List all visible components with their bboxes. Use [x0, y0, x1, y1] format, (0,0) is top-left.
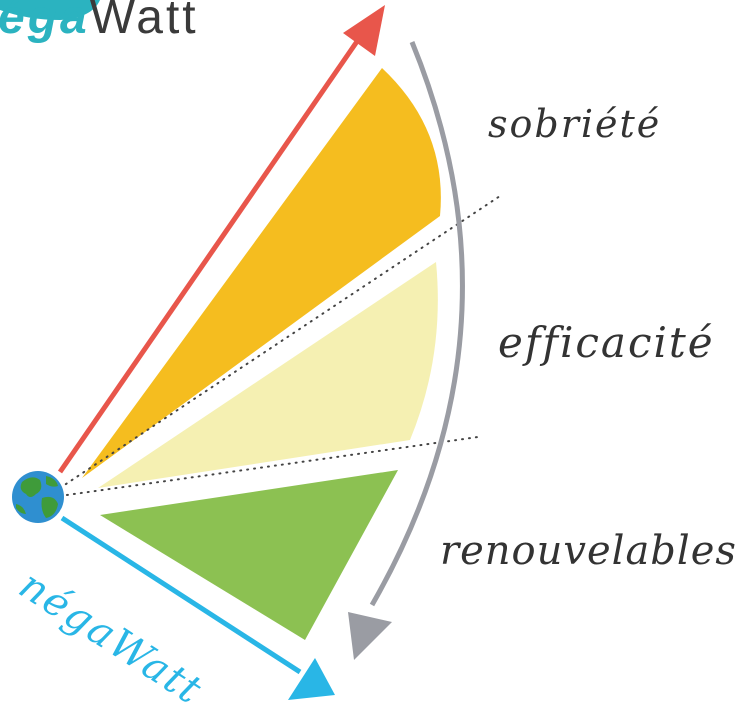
grey-arrow-head [348, 612, 392, 660]
logo-nega-text: éga [0, 0, 90, 44]
grey-arrow-curve [369, 41, 465, 607]
label-sobriete: sobriété [488, 102, 662, 146]
label-renouvelables: renouvelables [440, 528, 736, 574]
red-arrow-head [343, 5, 385, 56]
dotted-separator-top [59, 195, 501, 489]
negawatt-logo: égaWatt [0, 0, 199, 42]
sobriete-wedge [82, 68, 441, 478]
renouvelables-wedge [100, 470, 398, 640]
earth-globe-icon [12, 471, 64, 523]
blue-arrow-line [60, 515, 302, 675]
efficacite-wedge [98, 262, 438, 488]
logo-watt-text: Watt [89, 0, 199, 44]
dotted-separator-bottom [59, 436, 479, 497]
logo-swoosh [0, 0, 100, 20]
blue-arrow-head [288, 658, 335, 700]
label-efficacite: efficacité [498, 318, 715, 367]
red-arrow-line [57, 38, 361, 474]
